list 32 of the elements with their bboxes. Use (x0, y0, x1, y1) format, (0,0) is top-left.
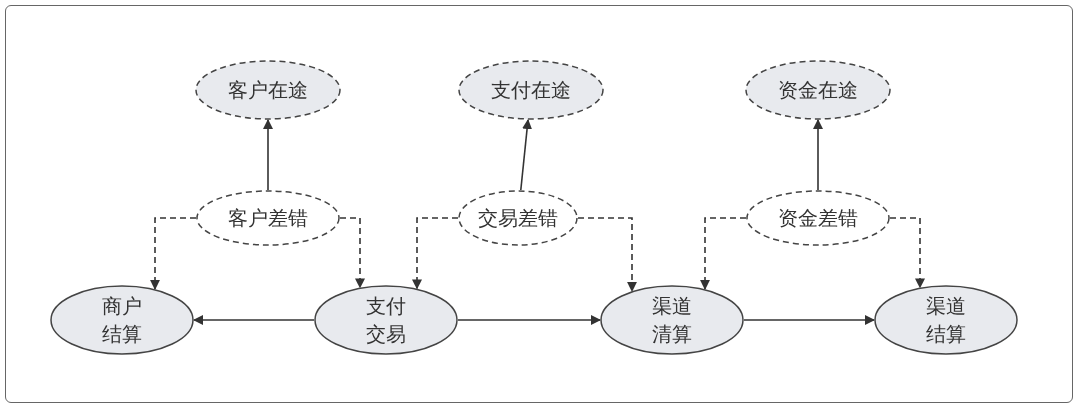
node-label: 支付交易 (365, 293, 407, 348)
ellipse-node (600, 285, 744, 355)
node-label: 资金差错 (778, 205, 858, 232)
dashed-arrow (412, 217, 459, 290)
ellipse-node (314, 285, 458, 355)
dashed-arrow (700, 217, 747, 290)
node-label: 渠道清算 (651, 293, 693, 348)
dashed-arrow (577, 217, 637, 292)
arrow (520, 119, 533, 191)
node-label: 商户结算 (101, 293, 143, 348)
arrow (743, 315, 875, 325)
node-label: 客户在途 (228, 77, 308, 104)
node-label: 渠道结算 (925, 293, 967, 348)
ellipse-node (874, 285, 1018, 355)
dashed-arrow (150, 217, 197, 290)
dashed-ellipse-node (458, 190, 578, 246)
node-label: 支付在途 (491, 77, 571, 104)
arrow (457, 315, 601, 325)
dashed-arrow (339, 217, 365, 289)
dashed-ellipse-node (746, 190, 890, 246)
dashed-ellipse-node (195, 60, 341, 120)
dashed-arrow (889, 217, 925, 289)
arrow (263, 119, 273, 191)
arrow (193, 315, 315, 325)
dashed-ellipse-node (196, 190, 340, 246)
arrow (813, 119, 823, 191)
dashed-ellipse-node (458, 60, 604, 120)
node-label: 客户差错 (228, 205, 308, 232)
node-label: 交易差错 (478, 205, 558, 232)
node-label: 资金在途 (778, 77, 858, 104)
ellipse-node (50, 285, 194, 355)
dashed-ellipse-node (745, 60, 891, 120)
